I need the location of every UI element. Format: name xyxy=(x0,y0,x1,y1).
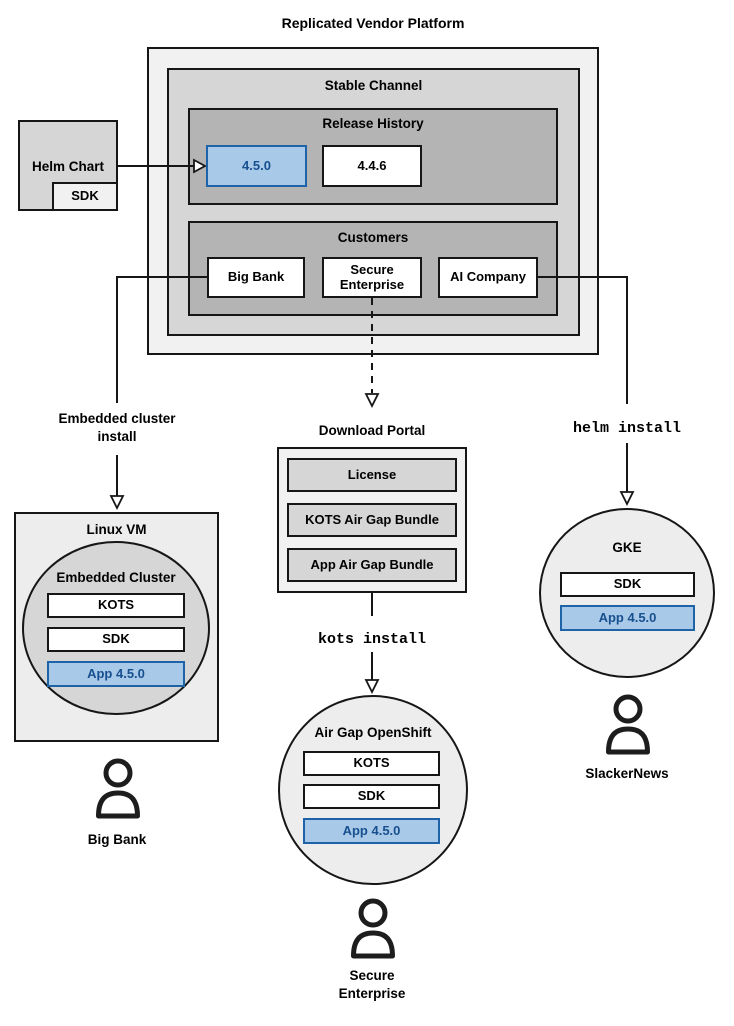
linux-vm-kots-box: KOTS xyxy=(47,593,185,618)
embedded-cluster-install-label: Embedded cluster install xyxy=(58,411,176,445)
gke-app-box: App 4.5.0 xyxy=(560,605,695,631)
release-4-5-0-box: 4.5.0 xyxy=(206,145,307,187)
portal-app-airgap-bundle-box: App Air Gap Bundle xyxy=(287,548,457,582)
secure-enterprise-user-label: Secure Enterprise xyxy=(338,968,406,1002)
arrowhead-openshift xyxy=(364,679,380,695)
release-4-4-6-box: 4.4.6 xyxy=(322,145,422,187)
big-bank-user-icon xyxy=(96,758,140,819)
customer-secure-enterprise-box: Secure Enterprise xyxy=(322,257,422,298)
kots-install-label: kots install xyxy=(317,631,427,648)
airgap-openshift-label: Air Gap OpenShift xyxy=(314,725,432,740)
portal-license-box: License xyxy=(287,458,457,492)
customer-ai-company-box: AI Company xyxy=(438,257,538,298)
slackernews-user-label: SlackerNews xyxy=(585,766,669,781)
openshift-kots-box: KOTS xyxy=(303,751,440,776)
diagram-title: Replicated Vendor Platform xyxy=(281,15,465,31)
arrowhead-gke xyxy=(619,491,635,507)
stable-channel-label: Stable Channel xyxy=(324,78,423,93)
embedded-cluster-label: Embedded Cluster xyxy=(56,570,176,585)
secure-enterprise-user-icon xyxy=(351,898,395,959)
slackernews-user-icon xyxy=(606,694,650,755)
gke-sdk-box: SDK xyxy=(560,572,695,597)
openshift-app-box: App 4.5.0 xyxy=(303,818,440,844)
helm-chart-sdk-box: SDK xyxy=(52,182,118,211)
linux-vm-label: Linux VM xyxy=(86,522,147,537)
helm-chart-label: Helm Chart xyxy=(31,159,104,174)
big-bank-user-label: Big Bank xyxy=(87,832,147,847)
linux-vm-app-box: App 4.5.0 xyxy=(47,661,185,687)
customers-label: Customers xyxy=(337,230,409,245)
arrowhead-linux-vm xyxy=(109,495,125,511)
download-portal-label: Download Portal xyxy=(318,423,426,438)
arrowhead-download-portal xyxy=(364,393,380,409)
gke-label: GKE xyxy=(612,540,642,555)
customer-big-bank-box: Big Bank xyxy=(207,257,305,298)
portal-kots-airgap-bundle-box: KOTS Air Gap Bundle xyxy=(287,503,457,537)
helm-install-label: helm install xyxy=(572,420,682,437)
release-history-label: Release History xyxy=(322,116,424,131)
linux-vm-sdk-box: SDK xyxy=(47,627,185,652)
openshift-sdk-box: SDK xyxy=(303,784,440,809)
